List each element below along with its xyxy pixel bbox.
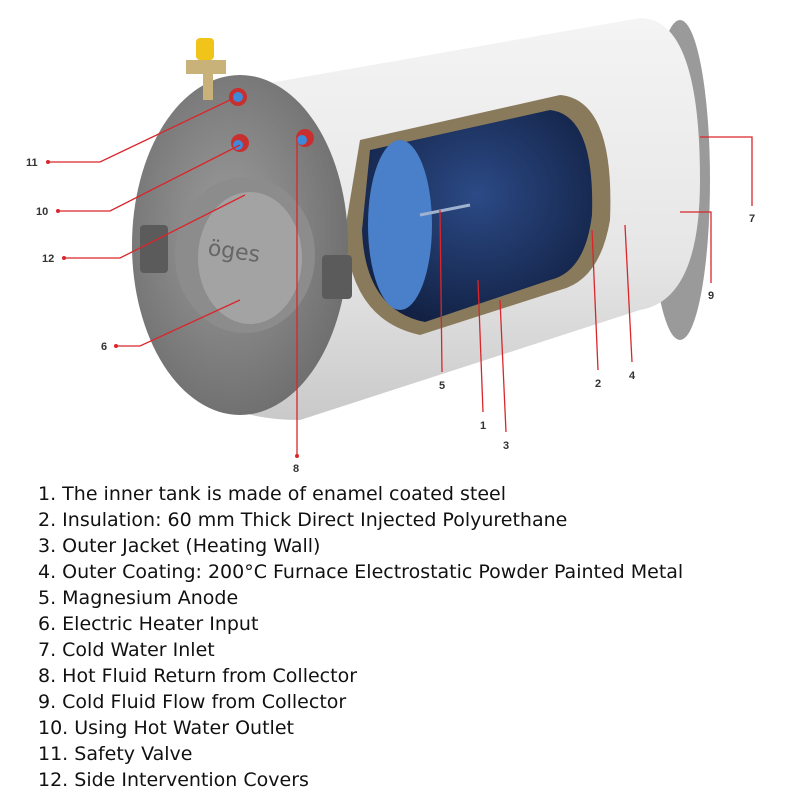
magnesium-anode — [419, 203, 471, 217]
legend-item: 10. Using Hot Water Outlet — [38, 717, 294, 739]
callout-10: 10 — [36, 206, 48, 218]
legend-item: 11. Safety Valve — [38, 743, 193, 765]
callout-11: 11 — [26, 157, 38, 169]
callout-5: 5 — [439, 380, 445, 392]
legend-item: 1. The inner tank is made of enamel coat… — [38, 483, 506, 505]
callout-4: 4 — [629, 370, 636, 382]
callout-3: 3 — [503, 440, 509, 452]
safety-valve — [186, 38, 226, 100]
callout-labels: 11 10 12 6 8 5 1 3 2 4 9 7 — [26, 157, 755, 475]
callout-6: 6 — [101, 341, 107, 353]
callout-1: 1 — [480, 420, 486, 432]
side-cover-left — [140, 225, 168, 273]
legend-item: 2. Insulation: 60 mm Thick Direct Inject… — [38, 509, 568, 531]
legend-item: 6. Electric Heater Input — [38, 613, 259, 635]
leader-lines — [46, 99, 753, 458]
electric-heater-cover — [198, 192, 302, 324]
callout-8: 8 — [293, 463, 299, 475]
legend-item: 4. Outer Coating: 200°C Furnace Electros… — [38, 561, 684, 583]
callout-7: 7 — [749, 213, 755, 225]
legend-item: 12. Side Intervention Covers — [38, 769, 309, 791]
side-cover-right — [322, 255, 352, 299]
callout-9: 9 — [708, 290, 714, 302]
legend-item: 8. Hot Fluid Return from Collector — [38, 665, 358, 687]
legend-item: 7. Cold Water Inlet — [38, 639, 215, 661]
water-heater-illustration: öges 11 10 12 6 8 5 1 3 2 4 9 7 — [26, 18, 755, 475]
callout-2: 2 — [595, 378, 601, 390]
tank-end-dome — [368, 140, 432, 310]
legend-item: 5. Magnesium Anode — [38, 587, 239, 609]
component-legend: 1. The inner tank is made of enamel coat… — [38, 481, 683, 793]
callout-12: 12 — [42, 253, 54, 265]
legend-item: 3. Outer Jacket (Heating Wall) — [38, 535, 321, 557]
legend-item: 9. Cold Fluid Flow from Collector — [38, 691, 347, 713]
